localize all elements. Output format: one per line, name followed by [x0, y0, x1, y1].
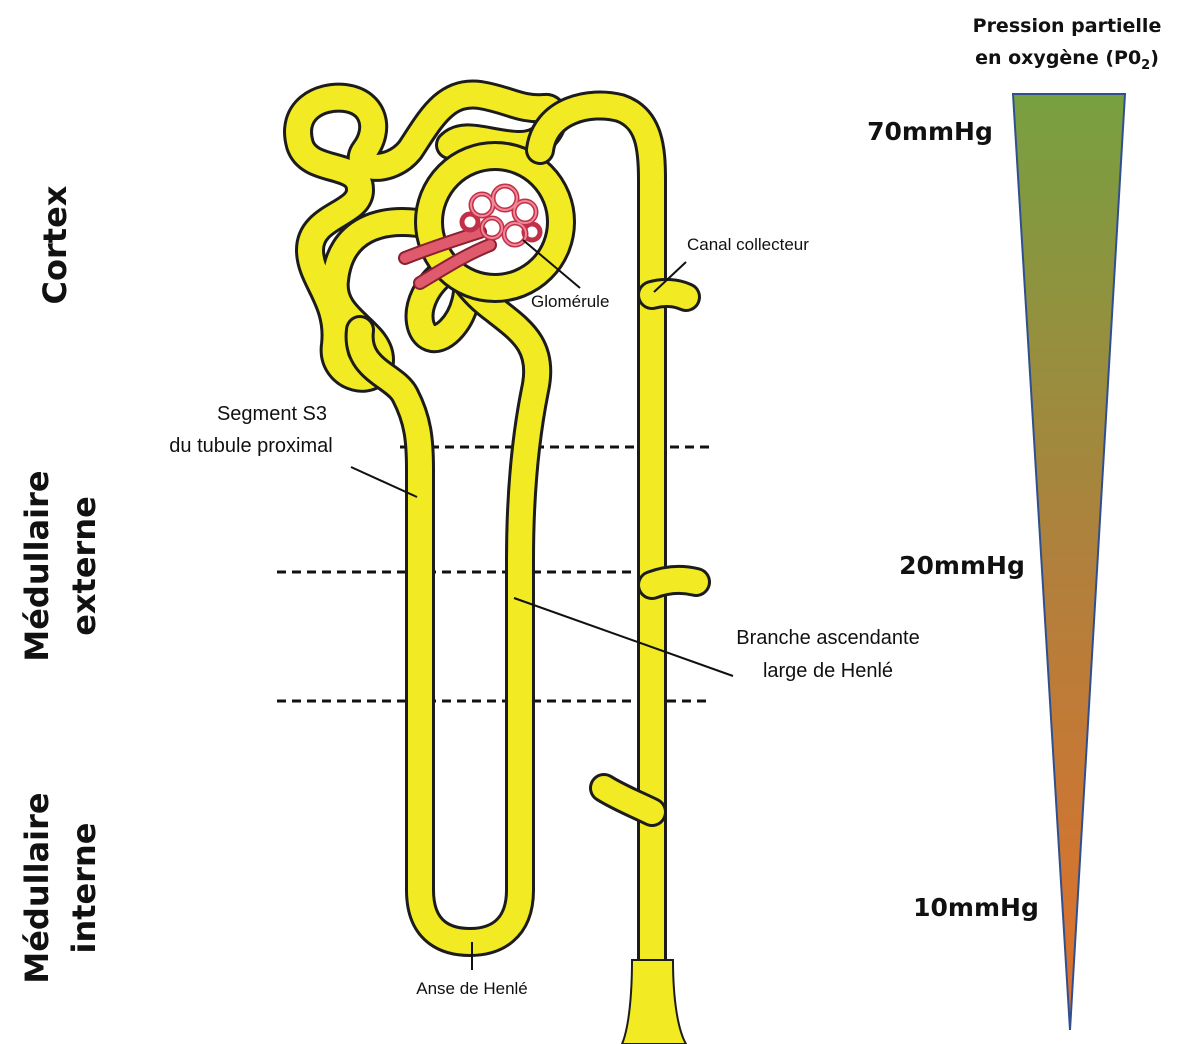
- oxygen-gradient-triangle: [1013, 94, 1125, 1030]
- label-segment-s3-1: Segment S3: [217, 403, 327, 425]
- label-segment-s3-2: du tubule proximal: [169, 435, 332, 457]
- zone-label-medullaire-interne-2: interne: [65, 822, 103, 953]
- zone-label-cortex: Cortex: [36, 185, 74, 304]
- oxygen-scale-title-2: en oxygène (P02): [975, 47, 1159, 73]
- label-canal-collecteur: Canal collecteur: [687, 235, 809, 254]
- label-glomerule: Glomérule: [531, 292, 609, 311]
- label-branche-2: large de Henlé: [763, 660, 893, 682]
- oxygen-value-70: 70mmHg: [867, 117, 993, 146]
- oxygen-scale-title-1: Pression partielle: [973, 15, 1162, 37]
- oxygen-value-10: 10mmHg: [913, 893, 1039, 922]
- label-branche-1: Branche ascendante: [736, 627, 919, 649]
- oxygen-scale: Pression partielle en oxygène (P02) 70mm…: [867, 15, 1161, 1030]
- oxygen-value-20: 20mmHg: [899, 551, 1025, 580]
- zone-label-medullaire-externe-1: Médullaire: [18, 470, 56, 661]
- leader-branche: [514, 598, 733, 676]
- label-anse: Anse de Henlé: [416, 979, 528, 998]
- zone-label-medullaire-interne-1: Médullaire: [18, 792, 56, 983]
- zone-label-medullaire-externe-2: externe: [65, 496, 103, 636]
